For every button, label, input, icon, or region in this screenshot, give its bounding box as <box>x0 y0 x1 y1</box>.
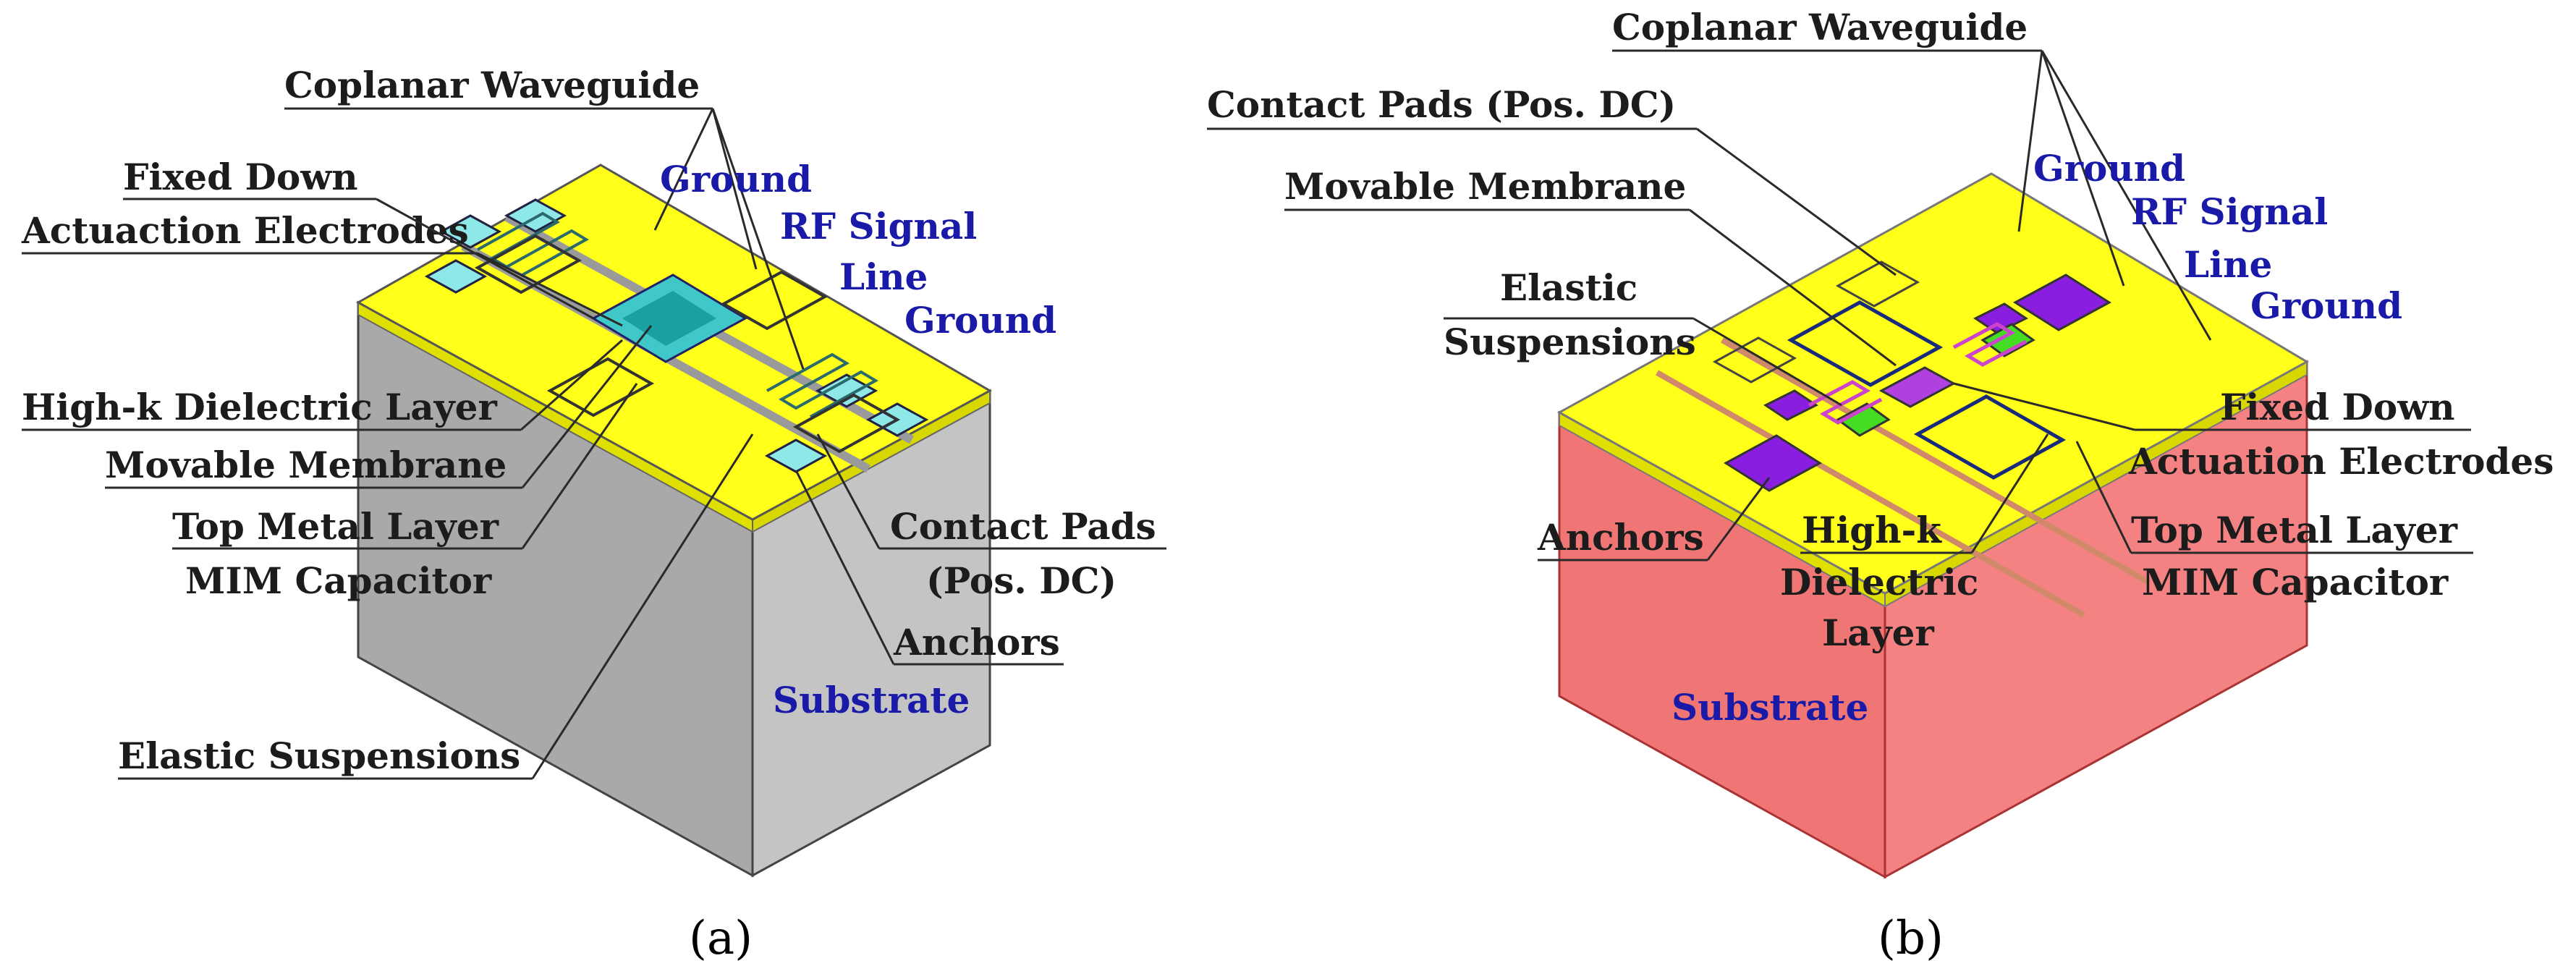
label-movable-membrane-b: Movable Membrane <box>1284 165 1686 208</box>
label-ground-right-b: Ground <box>2250 284 2402 327</box>
label-top-metal-b: Top Metal Layer <box>2131 509 2458 551</box>
panel-a-labels: Coplanar Waveguide Fixed Down Actuaction… <box>21 64 1166 965</box>
label-rf-line-b: Line <box>2184 243 2272 286</box>
label-top-metal-a: Top Metal Layer <box>172 505 499 548</box>
label-elastic-suspensions-a: Elastic Suspensions <box>118 734 520 777</box>
anchor-b-2 <box>2013 274 2111 331</box>
label-layer-b: Layer <box>1822 611 1934 654</box>
caption-b: (b) <box>1878 912 1944 965</box>
panel-a-diagram <box>355 164 993 878</box>
label-actuation-electrodes-a: Actuaction Electrodes <box>21 209 469 252</box>
label-ground-right-a: Ground <box>904 299 1056 342</box>
label-coplanar-waveguide-a: Coplanar Waveguide <box>284 64 700 106</box>
label-mim-capacitor-a: MIM Capacitor <box>185 559 492 602</box>
label-rf-signal-b: RF Signal <box>2131 190 2328 233</box>
label-contact-pads-a: Contact Pads <box>890 505 1156 548</box>
label-fixed-down-a: Fixed Down <box>123 156 358 198</box>
panel-b-labels: Coplanar Waveguide Contact Pads (Pos. DC… <box>1207 6 2554 965</box>
label-highk-a: High-k Dielectric Layer <box>22 386 497 428</box>
label-mim-capacitor-b: MIM Capacitor <box>2142 561 2449 603</box>
label-dielectric-b: Dielectric <box>1780 561 1978 603</box>
label-pos-dc-a: (Pos. DC) <box>926 559 1117 602</box>
label-elastic-b: Elastic <box>1500 266 1637 309</box>
panel-b-diagram <box>1556 172 2310 879</box>
label-coplanar-waveguide-b: Coplanar Waveguide <box>1612 6 2028 48</box>
label-rf-signal-a: RF Signal <box>780 205 977 247</box>
anchor-b-1 <box>1724 434 1822 492</box>
caption-a: (a) <box>689 912 753 965</box>
label-substrate-b: Substrate <box>1672 686 1868 729</box>
label-fixed-down-b: Fixed Down <box>2220 386 2455 428</box>
label-anchors-a: Anchors <box>893 621 1060 664</box>
label-contact-pads-b: Contact Pads (Pos. DC) <box>1207 83 1676 126</box>
label-suspensions-b: Suspensions <box>1444 321 1696 363</box>
label-anchors-b: Anchors <box>1537 516 1704 559</box>
label-rf-line-a: Line <box>839 255 928 298</box>
label-highk-b: High-k <box>1802 509 1942 551</box>
label-actuation-electrodes-b: Actuation Electrodes <box>2128 440 2554 483</box>
actuation-electrodes-a <box>424 198 929 473</box>
label-ground-top-a: Ground <box>660 158 812 200</box>
label-ground-top-b: Ground <box>2033 147 2185 190</box>
label-membrane-a: Movable Membrane <box>105 444 507 486</box>
label-substrate-a: Substrate <box>773 679 970 721</box>
